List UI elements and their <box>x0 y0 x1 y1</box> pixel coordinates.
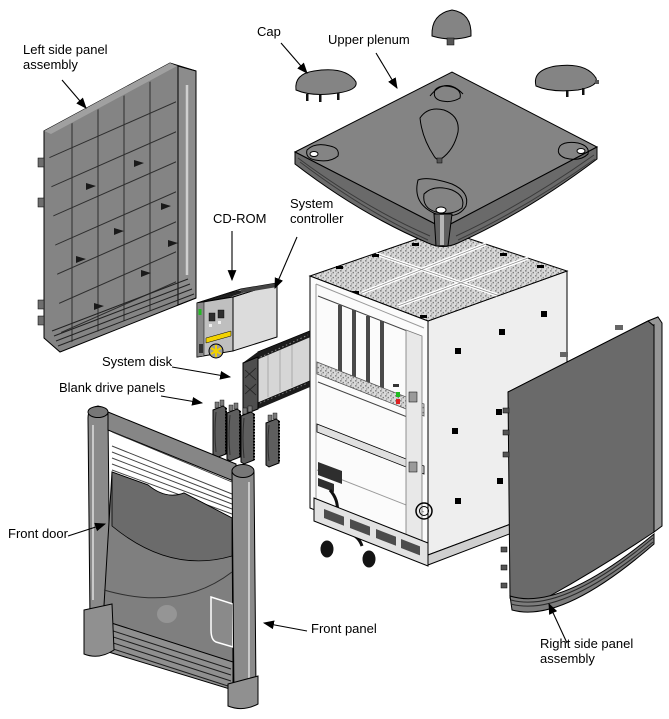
label-upper-plenum: Upper plenum <box>328 32 410 47</box>
cdrom-eject-stripe <box>205 330 232 344</box>
plenum-corner-pods <box>306 85 589 217</box>
base-vent-slots <box>324 509 420 556</box>
left-panel-grid <box>48 68 176 346</box>
status-led-green <box>396 392 400 397</box>
blank-drive-panels <box>212 399 280 468</box>
right-side-panel-assembly <box>500 316 663 613</box>
blank-panel-4 <box>265 412 280 468</box>
blank-panel-1 <box>212 399 227 459</box>
left-panel-bottom-vents <box>51 278 195 347</box>
door-right-foot <box>227 675 259 710</box>
cap-left <box>295 69 357 95</box>
left-panel-top-rim <box>44 63 177 134</box>
label-front-panel: Front panel <box>311 621 377 636</box>
plenum-caps <box>295 9 599 102</box>
door-badge-panel <box>210 595 234 649</box>
chassis-top-divider-lines <box>361 243 529 307</box>
door-bottom-vent-lines <box>103 627 232 688</box>
blank-drive-panels-arrow <box>160 395 204 406</box>
status-led-red <box>396 399 400 404</box>
left-panel-clips <box>76 160 178 310</box>
left-side-panel-arrow <box>61 79 87 109</box>
plenum-center-teardrop <box>419 108 459 161</box>
system-controller-arrow <box>274 236 298 290</box>
door-logo <box>157 605 177 623</box>
left-side-panel-assembly <box>37 62 197 353</box>
card-cage-slots <box>338 305 384 399</box>
right-side-panel-arrow <box>548 603 568 644</box>
door-right-pillar <box>231 466 257 697</box>
label-left-side-panel: Left side panel assembly <box>23 42 108 73</box>
chassis-interior <box>315 283 425 554</box>
right-panel-clips <box>500 407 510 589</box>
label-cdrom: CD-ROM <box>213 211 267 226</box>
front-door <box>83 405 259 710</box>
caster-front-left <box>320 540 334 558</box>
label-front-door: Front door <box>8 526 68 541</box>
plenum-rim-fins <box>297 154 596 241</box>
cdrom-system-controller-module <box>196 282 278 359</box>
right-panel-vent-band <box>509 532 655 613</box>
cap-top <box>431 9 472 40</box>
right-panel-vent-lines <box>510 537 654 607</box>
caster-front-mid <box>362 550 376 568</box>
door-hinge-column <box>405 329 423 554</box>
label-system-controller: System controller <box>290 196 344 227</box>
system-disk-arrow <box>171 366 232 380</box>
cap-right <box>534 64 597 92</box>
door-vent-slats <box>111 445 233 515</box>
chassis-base <box>313 497 429 567</box>
cord-ring <box>415 502 433 520</box>
blank-panel-2 <box>226 402 241 462</box>
system-disk-module <box>242 330 311 416</box>
label-right-side-panel: Right side panel assembly <box>540 636 634 667</box>
door-left-foot <box>83 603 115 657</box>
door-upper-band <box>111 471 233 562</box>
left-panel-face <box>43 62 197 353</box>
cap-arrow <box>280 42 308 74</box>
front-panel-arrow <box>262 620 308 632</box>
left-panel-edge-tabs <box>37 157 45 326</box>
connector-block <box>318 462 342 484</box>
label-blank-drive-panels: Blank drive panels <box>59 380 166 395</box>
main-chassis <box>308 229 569 568</box>
front-door-arrow <box>67 522 107 537</box>
module-front-strip <box>196 301 205 358</box>
label-cap: Cap <box>257 24 281 39</box>
disk-bottom-ridge <box>258 381 310 409</box>
mid-rail <box>316 423 425 475</box>
blank-panel-3 <box>240 405 255 465</box>
controller-knob-star <box>210 345 222 357</box>
label-system-disk: System disk <box>102 354 173 369</box>
upper-plenum-arrow <box>375 52 398 89</box>
module-led-green <box>198 309 202 315</box>
upper-plenum <box>293 71 599 247</box>
